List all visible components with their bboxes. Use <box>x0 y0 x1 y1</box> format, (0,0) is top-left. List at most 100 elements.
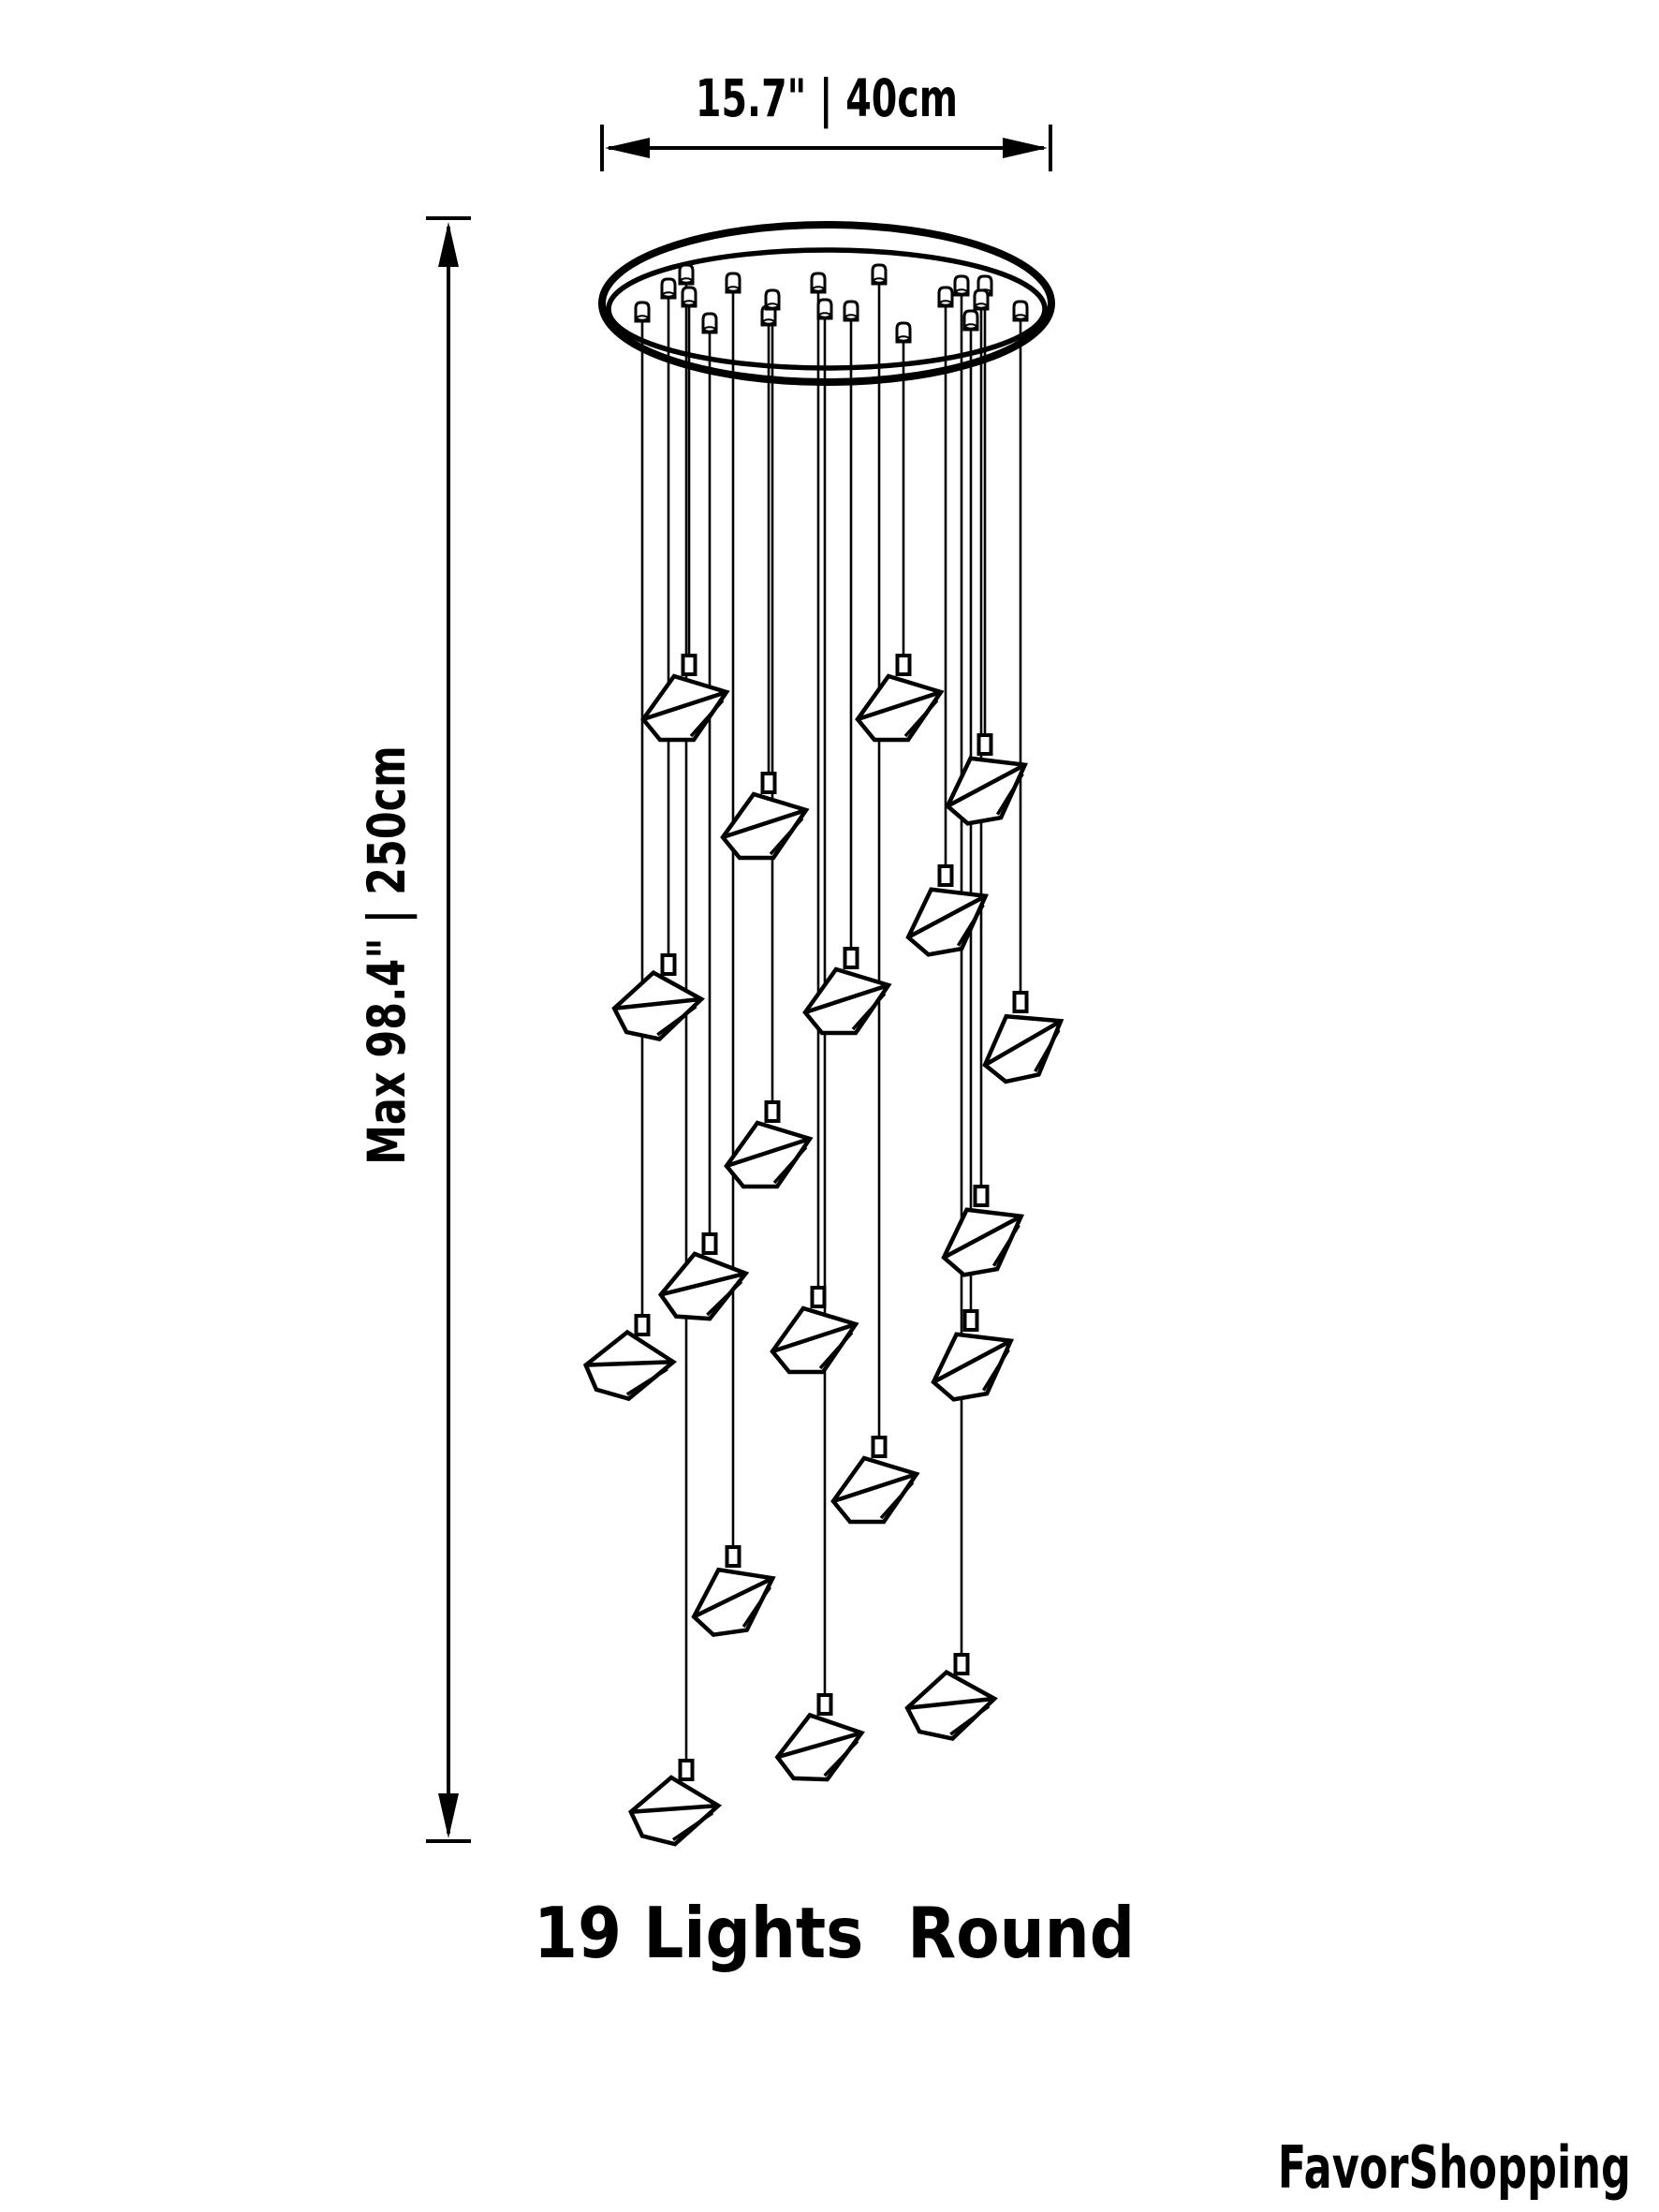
canopy-inner-ring <box>606 247 1048 371</box>
height-dimension: Max 98.4" | 250cm <box>357 216 471 1843</box>
glass-cube-shade <box>945 756 1029 826</box>
pendant-layer <box>582 263 1064 1847</box>
pendant-socket <box>810 1286 827 1308</box>
pendant-socket <box>634 1314 651 1336</box>
pendant-2 <box>855 321 945 743</box>
cube-facet-line <box>693 1576 774 1619</box>
glass-cube-shade <box>657 1251 750 1321</box>
canopy-connector-icon <box>810 272 827 294</box>
height-arrow-up-icon <box>438 222 459 267</box>
pendant-socket <box>937 864 954 887</box>
cube-facet-line <box>726 1136 811 1169</box>
canopy-connector-icon <box>764 288 781 311</box>
canopy-connector-icon <box>816 298 833 320</box>
pendant-10 <box>941 288 1025 1277</box>
pendant-6 <box>611 277 705 1041</box>
glass-cube-shade <box>931 1332 1015 1402</box>
glass-cube-shade <box>582 1329 678 1402</box>
pendant-socket <box>976 733 993 756</box>
width-arrow-left-icon <box>605 138 650 158</box>
cube-facet-line <box>722 807 807 840</box>
cube-edge-line <box>991 1224 1020 1267</box>
cube-facet-line <box>932 1338 1012 1384</box>
canopy-connector-icon <box>725 272 741 294</box>
pendant-11 <box>657 312 750 1321</box>
pendant-socket <box>725 1545 741 1568</box>
cube-edge-line <box>772 1145 808 1185</box>
glass-cube-shade <box>611 969 705 1041</box>
pendant-9 <box>724 288 814 1189</box>
pendant-socket <box>660 953 677 976</box>
glass-cube-shade <box>774 1712 865 1782</box>
canopy-connector-icon <box>1012 300 1029 322</box>
pendant-socket <box>681 654 697 676</box>
cube-edge-line <box>879 1481 915 1520</box>
cube-facet-line <box>585 1360 674 1367</box>
canopy-connector-icon <box>973 288 990 311</box>
pendant-12 <box>582 301 678 1402</box>
cube-edge-line <box>995 773 1024 816</box>
glass-cube-shade <box>941 1207 1025 1277</box>
pendant-socket <box>895 654 912 676</box>
cube-edge-line <box>949 1704 991 1736</box>
width-dimension-label: 15.7" | 40cm <box>696 70 958 129</box>
glass-cube-shade <box>855 673 945 743</box>
cube-edge-line <box>706 1280 743 1317</box>
canopy-connector-icon <box>871 263 888 286</box>
width-arrow-right-icon <box>1003 138 1048 158</box>
cube-facet-line <box>857 689 942 722</box>
glass-cube-shade <box>720 791 810 861</box>
pendant-19 <box>628 263 723 1847</box>
pendant-1 <box>640 286 730 743</box>
pendant-8 <box>982 300 1064 1084</box>
cube-edge-line <box>769 817 804 856</box>
cube-facet-line <box>804 982 889 1015</box>
cube-edge-line <box>823 1740 859 1777</box>
canopy-connector-icon <box>634 301 651 323</box>
canopy-connector-icon <box>678 263 695 286</box>
pendant-5 <box>905 286 990 957</box>
cube-facet-line <box>947 762 1026 808</box>
canopy-connector-icon <box>660 277 677 300</box>
pendant-socket <box>843 947 859 969</box>
cube-edge-line <box>956 904 985 947</box>
cube-edge-line <box>625 1367 668 1396</box>
cube-facet-line <box>943 1214 1022 1260</box>
pendant-13 <box>770 272 859 1375</box>
cube-facet-line <box>776 1731 862 1760</box>
glass-cube-shade <box>904 1669 998 1741</box>
glass-cube-shade <box>982 1013 1064 1084</box>
cube-facet-line <box>832 1471 918 1504</box>
pendant-socket <box>760 772 777 794</box>
cube-facet-line <box>630 1803 719 1814</box>
cube-edge-line <box>656 1005 697 1037</box>
pendant-7 <box>802 300 892 1036</box>
cube-edge-line <box>851 992 887 1031</box>
glass-cube-shade <box>628 1775 723 1847</box>
cube-edge-line <box>981 1349 1010 1392</box>
height-arrow-down-icon <box>438 1793 459 1838</box>
height-dimension-label: Max 98.4" | 250cm <box>357 745 418 1165</box>
width-dimension: 15.7" | 40cm <box>600 70 1052 171</box>
pendant-16 <box>691 272 776 1638</box>
pendant-18 <box>774 298 865 1782</box>
glass-cube-shade <box>770 1305 859 1375</box>
cube-edge-line <box>1034 1029 1061 1073</box>
cube-facet-line <box>907 893 987 939</box>
pendant-15 <box>830 263 920 1525</box>
brand-watermark: FavorShopping <box>1278 2134 1631 2202</box>
cube-facet-line <box>642 689 727 722</box>
cube-facet-line <box>771 1321 857 1354</box>
canopy-connector-icon <box>953 274 970 297</box>
pendant-socket <box>953 1653 970 1675</box>
cube-edge-line <box>671 1811 714 1841</box>
canopy-connector-icon <box>962 309 979 332</box>
pendant-socket <box>764 1100 781 1123</box>
cube-facet-line <box>613 996 702 1011</box>
cube-facet-line <box>660 1271 747 1297</box>
pendant-socket <box>973 1185 990 1207</box>
pendant-socket <box>962 1309 979 1332</box>
glass-cube-shade <box>802 966 892 1036</box>
